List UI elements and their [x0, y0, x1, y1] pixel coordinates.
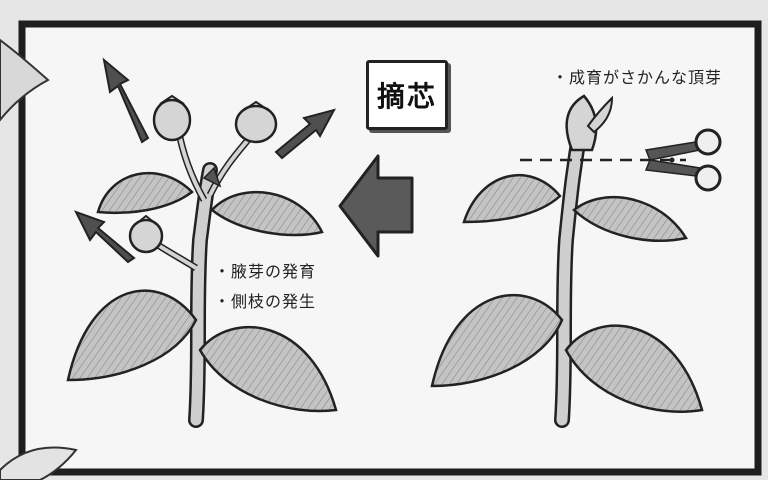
left-bud-top-left: [152, 94, 192, 142]
right-leaf-lower-left: [430, 293, 564, 388]
pinching-title: 摘芯: [366, 60, 448, 130]
left-leaf-lower-right: [198, 325, 338, 413]
right-leaf-lower-right: [564, 324, 704, 413]
growth-arrow-icon: [73, 57, 336, 264]
right-leaf-upper-left: [462, 173, 562, 224]
left-pinched-tip: [202, 166, 222, 188]
left-leaf-upper-left: [96, 171, 194, 215]
edge-leaf-bottom-left: [0, 446, 78, 480]
scissors-icon: [644, 128, 722, 192]
right-leaf-upper-right: [572, 196, 688, 242]
left-bud-top-right: [234, 100, 278, 144]
left-arrow-icon: [338, 154, 414, 258]
vigorous-terminal-bud-label: ・成育がさかんな頂芽: [552, 68, 723, 87]
left-plant: [66, 57, 338, 428]
lateral-branch-label: ・側枝の発生: [214, 292, 317, 311]
edge-leaf-top-left: [0, 38, 50, 122]
left-bud-lower: [128, 214, 164, 254]
left-leaf-upper-right: [210, 190, 324, 237]
terminal-bud: [565, 94, 614, 152]
left-leaf-lower-left: [66, 289, 198, 382]
axillary-bud-growth-label: ・腋芽の発育: [214, 262, 317, 281]
right-plant: [430, 94, 704, 428]
